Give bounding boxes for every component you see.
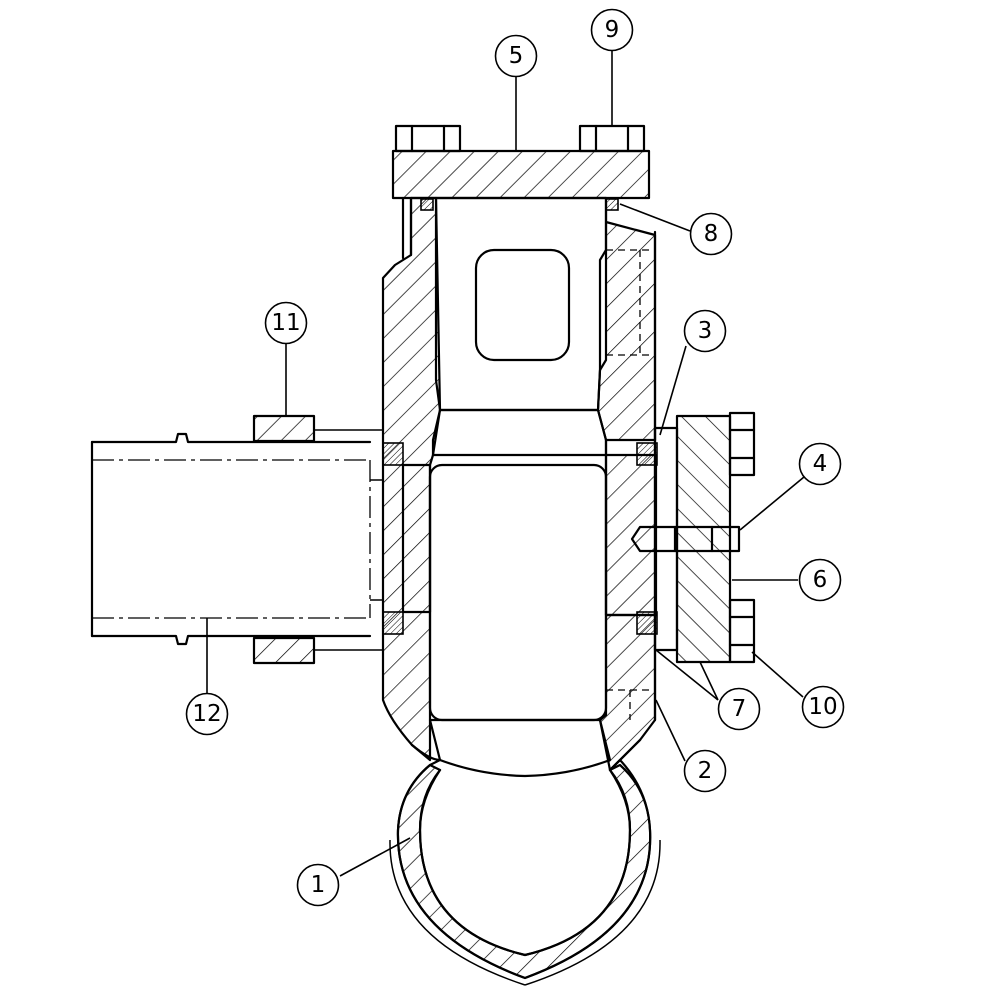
callout-2-label: 2 — [698, 758, 713, 784]
cap-bolt-right — [578, 124, 646, 153]
callout-11: 11 — [264, 301, 308, 345]
callout-4: 4 — [798, 442, 842, 486]
callout-3: 3 — [683, 309, 727, 353]
callout-7-label: 7 — [732, 696, 747, 722]
callout-10-label: 10 — [808, 694, 837, 720]
callout-8-label: 8 — [704, 221, 719, 247]
callout-9: 9 — [590, 8, 634, 52]
cap-bolt-left — [394, 124, 462, 153]
callout-6-label: 6 — [813, 567, 828, 593]
right-port-hidden-lines — [606, 249, 655, 720]
internal-shaft — [428, 196, 608, 722]
center-screw — [630, 525, 741, 553]
flange-bolt-top — [728, 411, 756, 477]
callout-7: 7 — [717, 687, 761, 731]
callout-4-label: 4 — [813, 451, 828, 477]
callout-1: 1 — [296, 863, 340, 907]
flange-bolt-bottom — [728, 598, 756, 664]
callout-11-label: 11 — [271, 310, 300, 336]
side-flange — [675, 414, 732, 664]
leader-lines — [206, 50, 805, 877]
callout-5: 5 — [494, 34, 538, 78]
callout-12-label: 12 — [192, 701, 221, 727]
pipe-phantom — [90, 432, 383, 646]
callout-12: 12 — [185, 692, 229, 736]
top-cap-plate — [391, 149, 651, 200]
left-port-seals — [382, 442, 432, 635]
clamp-ring — [252, 414, 383, 665]
callout-8: 8 — [689, 212, 733, 256]
eye-loop — [389, 718, 661, 986]
callout-10: 10 — [801, 685, 845, 729]
top-seal — [420, 198, 619, 211]
callout-5-label: 5 — [509, 43, 524, 69]
callout-3-label: 3 — [698, 318, 713, 344]
callout-6: 6 — [798, 558, 842, 602]
callout-2: 2 — [683, 749, 727, 793]
callout-9-label: 9 — [605, 17, 620, 43]
callout-1-label: 1 — [311, 872, 326, 898]
